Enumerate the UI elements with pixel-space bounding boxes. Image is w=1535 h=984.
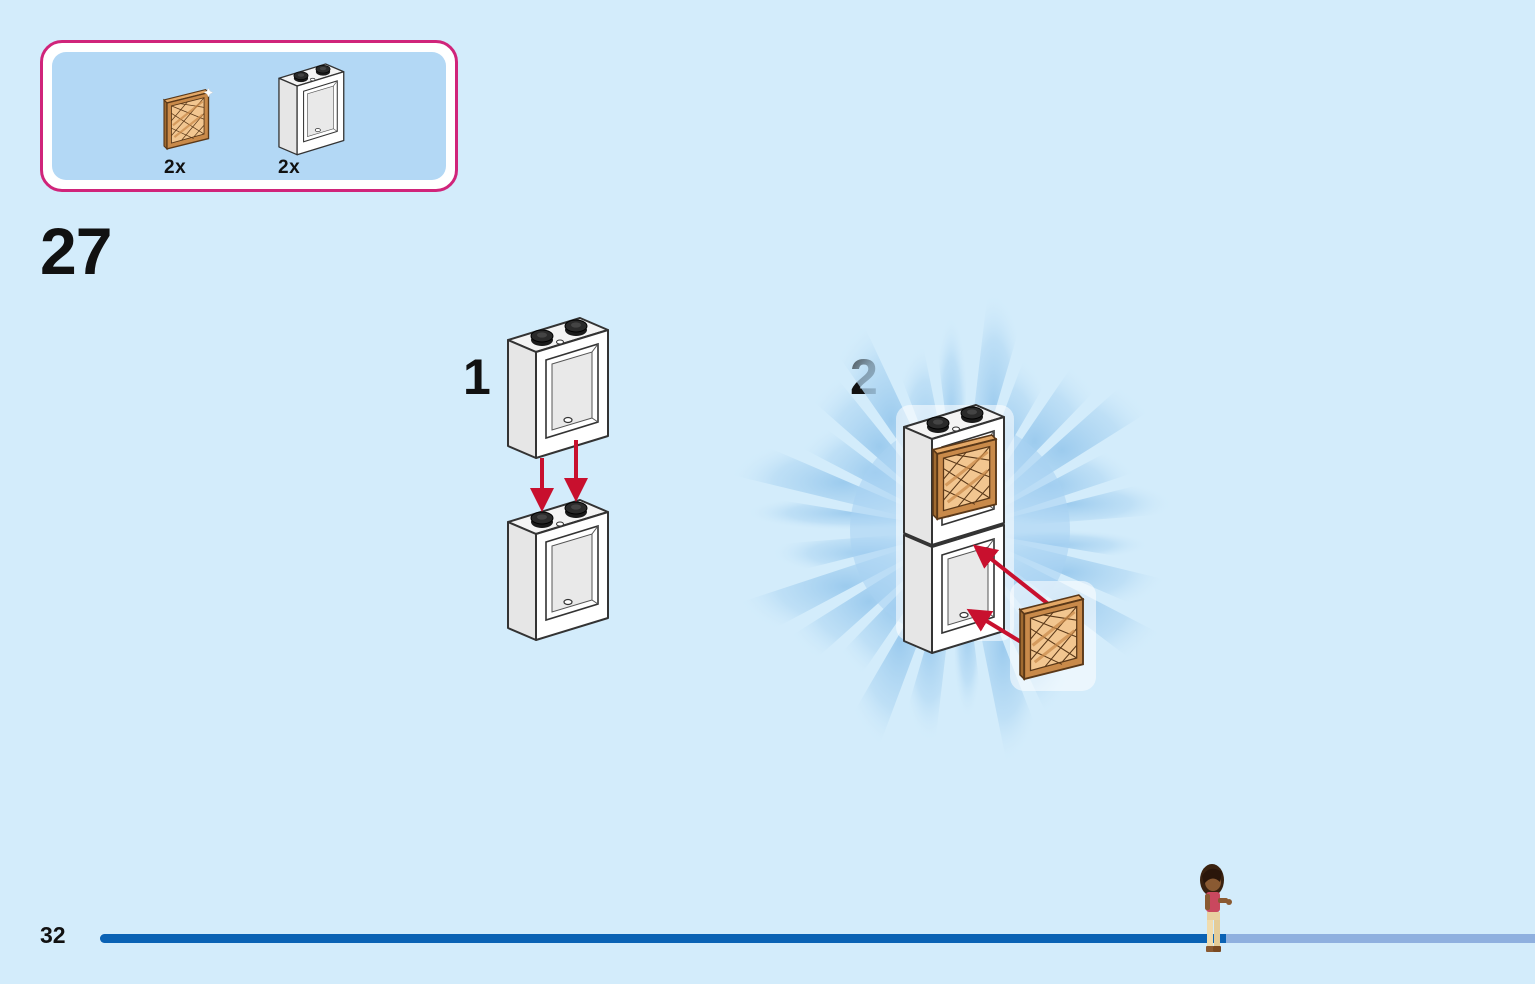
sub-step-1-label: 1: [463, 349, 491, 405]
lattice-panel-quantity: 2x: [164, 157, 187, 178]
window-frame-icon: [278, 63, 345, 156]
window-frame-quantity: 2x: [278, 157, 301, 178]
sub-step-2-illustration: [896, 404, 1096, 691]
installed-lattice-panel: [931, 433, 998, 521]
parts-list-panel: 2x 2x: [52, 52, 446, 180]
lower-window-frame: [507, 499, 609, 641]
progress-fill: [100, 934, 1227, 943]
minifigure-icon: [1200, 864, 1232, 952]
page-number: 32: [40, 922, 66, 948]
progress-bar: [100, 934, 1535, 943]
sub-step-1-illustration: [507, 317, 609, 641]
lattice-panel-icon: [162, 87, 214, 151]
upper-window-frame: [507, 317, 609, 459]
parts-list-callout: 2x 2x: [40, 40, 458, 192]
lattice-panel-piece: [1018, 593, 1085, 681]
assembly-arrows: [530, 440, 588, 512]
insert-arrows: [966, 544, 1054, 647]
step-number: 27: [40, 214, 112, 288]
